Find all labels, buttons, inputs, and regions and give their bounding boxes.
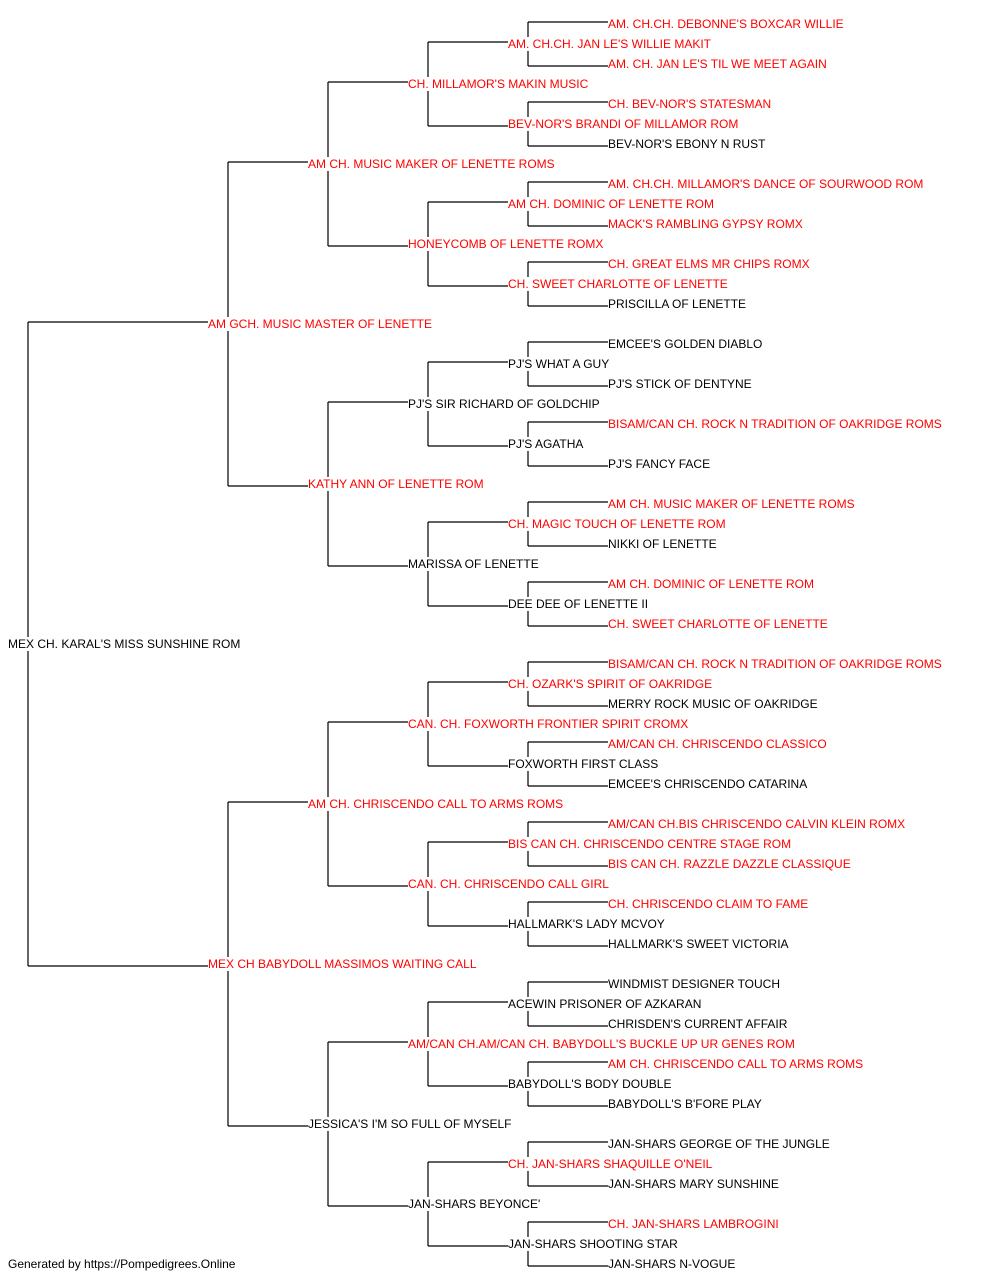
pedigree-entry-gen4: AM. CH.CH. JAN LE'S WILLIE MAKIT <box>508 37 713 51</box>
pedigree-entry-gen4: CH. OZARK'S SPIRIT OF OAKRIDGE <box>508 677 715 691</box>
pedigree-entry-gen4: AM CH. DOMINIC OF LENETTE ROM <box>508 197 717 211</box>
pedigree-entry-gen5: BISAM/CAN CH. ROCK N TRADITION OF OAKRID… <box>608 657 944 671</box>
pedigree-entry-gen4: PJ'S AGATHA <box>508 437 586 451</box>
pedigree-entry-gen5: CH. BEV-NOR'S STATESMAN <box>608 97 774 111</box>
pedigree-entry-gen3: JAN-SHARS BEYONCE' <box>408 1197 543 1211</box>
pedigree-entry-gen3: CAN. CH. FOXWORTH FRONTIER SPIRIT CROMX <box>408 717 691 731</box>
pedigree-entry-gen5: MACK'S RAMBLING GYPSY ROMX <box>608 217 805 231</box>
pedigree-entry-gen5: AM CH. DOMINIC OF LENETTE ROM <box>608 577 817 591</box>
pedigree-entry-gen3: CH. MILLAMOR'S MAKIN MUSIC <box>408 77 591 91</box>
pedigree-entry-gen5: AM/CAN CH. CHRISCENDO CLASSICO <box>608 737 829 751</box>
pedigree-entry-gen5: AM/CAN CH.BIS CHRISCENDO CALVIN KLEIN RO… <box>608 817 908 831</box>
pedigree-entry-gen3: MARISSA OF LENETTE <box>408 557 541 571</box>
pedigree-entry-gen0: MEX CH. KARAL'S MISS SUNSHINE ROM <box>8 637 243 651</box>
pedigree-entry-gen5: JAN-SHARS N-VOGUE <box>608 1257 738 1271</box>
pedigree-entry-gen4: JAN-SHARS SHOOTING STAR <box>508 1237 680 1251</box>
pedigree-entry-gen4: ACEWIN PRISONER OF AZKARAN <box>508 997 704 1011</box>
pedigree-entry-gen3: AM/CAN CH.AM/CAN CH. BABYDOLL'S BUCKLE U… <box>408 1037 797 1051</box>
pedigree-entry-gen2: AM CH. CHRISCENDO CALL TO ARMS ROMS <box>308 797 566 811</box>
pedigree-entry-gen4: BABYDOLL'S BODY DOUBLE <box>508 1077 674 1091</box>
pedigree-entry-gen5: EMCEE'S GOLDEN DIABLO <box>608 337 765 351</box>
pedigree-entry-gen5: AM. CH.CH. MILLAMOR'S DANCE OF SOURWOOD … <box>608 177 926 191</box>
pedigree-entry-gen4: FOXWORTH FIRST CLASS <box>508 757 661 771</box>
pedigree-entry-gen4: CH. SWEET CHARLOTTE OF LENETTE <box>508 277 730 291</box>
pedigree-entry-gen5: CH. GREAT ELMS MR CHIPS ROMX <box>608 257 812 271</box>
pedigree-entry-gen4: HALLMARK'S LADY MCVOY <box>508 917 667 931</box>
pedigree-entry-gen5: BISAM/CAN CH. ROCK N TRADITION OF OAKRID… <box>608 417 944 431</box>
pedigree-entry-gen5: BIS CAN CH. RAZZLE DAZZLE CLASSIQUE <box>608 857 853 871</box>
pedigree-entry-gen3: CAN. CH. CHRISCENDO CALL GIRL <box>408 877 611 891</box>
pedigree-entry-gen5: PJ'S FANCY FACE <box>608 457 713 471</box>
pedigree-entry-gen5: AM CH. CHRISCENDO CALL TO ARMS ROMS <box>608 1057 866 1071</box>
pedigree-entry-gen4: CH. MAGIC TOUCH OF LENETTE ROM <box>508 517 728 531</box>
pedigree-entry-gen3: HONEYCOMB OF LENETTE ROMX <box>408 237 606 251</box>
pedigree-entry-gen5: MERRY ROCK MUSIC OF OAKRIDGE <box>608 697 820 711</box>
pedigree-entry-gen5: AM. CH.CH. DEBONNE'S BOXCAR WILLIE <box>608 17 846 31</box>
pedigree-entry-gen2: KATHY ANN OF LENETTE ROM <box>308 477 486 491</box>
pedigree-entry-gen5: BABYDOLL'S B'FORE PLAY <box>608 1097 764 1111</box>
pedigree-entry-gen5: BEV-NOR'S EBONY N RUST <box>608 137 768 151</box>
pedigree-entry-gen5: WINDMIST DESIGNER TOUCH <box>608 977 783 991</box>
pedigree-entry-gen1: AM GCH. MUSIC MASTER OF LENETTE <box>208 317 435 331</box>
pedigree-entry-gen4: BEV-NOR'S BRANDI OF MILLAMOR ROM <box>508 117 741 131</box>
pedigree-entry-gen5: EMCEE'S CHRISCENDO CATARINA <box>608 777 810 791</box>
pedigree-entry-gen5: NIKKI OF LENETTE <box>608 537 719 551</box>
pedigree-entry-gen4: CH. JAN-SHARS SHAQUILLE O'NEIL <box>508 1157 715 1171</box>
pedigree-entry-gen1: MEX CH BABYDOLL MASSIMOS WAITING CALL <box>208 957 479 971</box>
pedigree-entry-gen5: CH. CHRISCENDO CLAIM TO FAME <box>608 897 811 911</box>
pedigree-entry-gen3: PJ'S SIR RICHARD OF GOLDCHIP <box>408 397 602 411</box>
generated-by-footer: Generated by https://Pompedigrees.Online <box>8 1257 236 1271</box>
pedigree-entry-gen5: AM CH. MUSIC MAKER OF LENETTE ROMS <box>608 497 857 511</box>
pedigree-entry-gen5: JAN-SHARS MARY SUNSHINE <box>608 1177 781 1191</box>
pedigree-entry-gen5: PJ'S STICK OF DENTYNE <box>608 377 754 391</box>
pedigree-entry-gen5: HALLMARK'S SWEET VICTORIA <box>608 937 791 951</box>
pedigree-entry-gen5: AM. CH. JAN LE'S TIL WE MEET AGAIN <box>608 57 829 71</box>
pedigree-entry-gen4: PJ'S WHAT A GUY <box>508 357 612 371</box>
pedigree-entry-gen2: JESSICA'S I'M SO FULL OF MYSELF <box>308 1117 514 1131</box>
pedigree-entry-gen2: AM CH. MUSIC MAKER OF LENETTE ROMS <box>308 157 557 171</box>
pedigree-entry-gen5: CH. SWEET CHARLOTTE OF LENETTE <box>608 617 830 631</box>
pedigree-entry-gen5: CH. JAN-SHARS LAMBROGINI <box>608 1217 781 1231</box>
pedigree-entry-gen5: PRISCILLA OF LENETTE <box>608 297 749 311</box>
pedigree-entry-gen4: BIS CAN CH. CHRISCENDO CENTRE STAGE ROM <box>508 837 794 851</box>
pedigree-entry-gen5: CHRISDEN'S CURRENT AFFAIR <box>608 1017 790 1031</box>
pedigree-entry-gen5: JAN-SHARS GEORGE OF THE JUNGLE <box>608 1137 832 1151</box>
pedigree-entry-gen4: DEE DEE OF LENETTE II <box>508 597 651 611</box>
